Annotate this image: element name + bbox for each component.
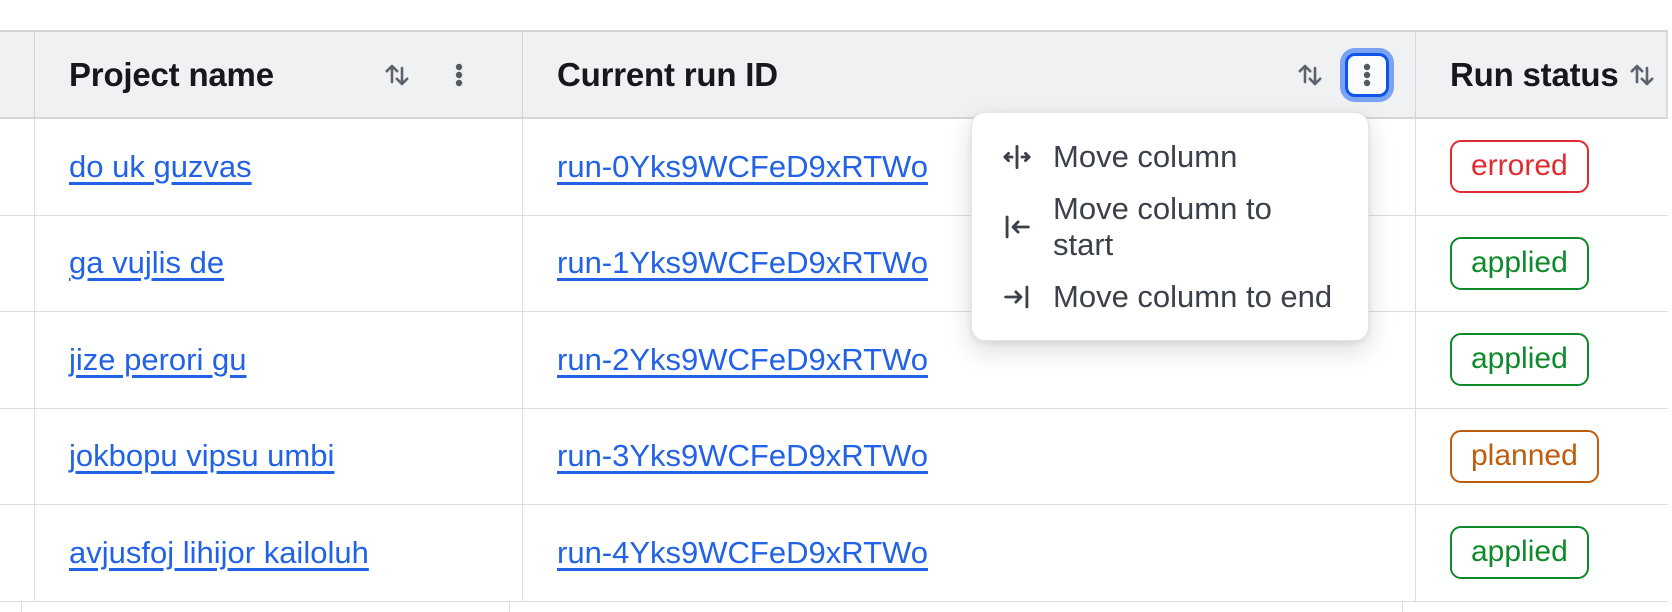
table-header-row: Project name Current run ID (0, 30, 1668, 119)
column-options-menu: Move column Move column to start Move co… (971, 112, 1369, 341)
status-badge: planned (1450, 429, 1599, 483)
header-cell-run-status: Run status (1416, 32, 1672, 117)
move-column-start-icon (1005, 215, 1030, 239)
table-row: avjusfoj lihijor kailoluh run-4Yks9WCFeD… (0, 505, 1668, 602)
table-row: jize perori gu run-2Yks9WCFeD9xRTWo appl… (0, 312, 1668, 409)
project-link[interactable]: jize perori gu (69, 341, 247, 377)
project-link[interactable]: ga vujlis de (69, 245, 225, 281)
row-cell-sliver (0, 601, 22, 612)
sort-arrows-icon (385, 64, 409, 85)
sort-current-run-id-button[interactable] (1293, 58, 1327, 92)
table-row: do uk guzvas run-0Yks9WCFeD9xRTWo errore… (0, 119, 1668, 216)
table-row-partial (0, 601, 1668, 612)
run-id-link[interactable]: run-3Yks9WCFeD9xRTWo (557, 438, 928, 474)
run-id-link[interactable]: run-4Yks9WCFeD9xRTWo (557, 534, 928, 570)
menu-item-label: Move column to start (1053, 191, 1272, 262)
sort-run-status-button[interactable] (1625, 58, 1659, 92)
header-cell-current-run-id: Current run ID (523, 32, 1416, 117)
menu-item-label: Move column (1053, 139, 1238, 174)
menu-item-label: Move column to end (1053, 279, 1333, 314)
table-row: ga vujlis de run-1Yks9WCFeD9xRTWo applie… (0, 215, 1668, 312)
sort-arrows-icon (1298, 64, 1322, 85)
row-cell-sliver (0, 408, 35, 504)
data-table: Project name Current run ID (0, 30, 1668, 612)
project-link[interactable]: do uk guzvas (69, 148, 252, 184)
menu-item-move-column-to-start[interactable]: Move column to start (972, 191, 1368, 262)
status-badge: applied (1450, 526, 1589, 580)
header-cell-sliver (0, 32, 35, 117)
table-row: jokbopu vipsu umbi run-3Yks9WCFeD9xRTWo … (0, 408, 1668, 505)
column-label-current-run-id: Current run ID (557, 55, 778, 93)
status-badge: applied (1450, 236, 1589, 290)
column-label-project-name: Project name (69, 55, 274, 93)
sort-arrows-icon (1630, 64, 1654, 85)
status-badge: applied (1450, 333, 1589, 387)
row-cell-sliver (0, 215, 35, 311)
run-id-link[interactable]: run-0Yks9WCFeD9xRTWo (557, 148, 928, 184)
move-column-end-icon (1004, 285, 1029, 309)
header-cell-project-name: Project name (35, 32, 523, 117)
project-link[interactable]: avjusfoj lihijor kailoluh (69, 534, 369, 570)
menu-item-move-column-to-end[interactable]: Move column to end (972, 262, 1368, 332)
status-badge: errored (1450, 140, 1589, 194)
current-run-id-column-options-button[interactable] (1345, 52, 1389, 97)
row-cell-sliver (0, 119, 35, 215)
column-label-run-status: Run status (1450, 55, 1619, 93)
menu-item-move-column[interactable]: Move column (972, 122, 1368, 192)
row-cell-sliver (0, 505, 35, 601)
sort-project-name-button[interactable] (380, 58, 414, 92)
project-link[interactable]: jokbopu vipsu umbi (69, 438, 335, 474)
row-cell-sliver (0, 312, 35, 408)
move-column-icon (1003, 144, 1031, 170)
kebab-menu-icon (455, 63, 463, 86)
run-id-link[interactable]: run-2Yks9WCFeD9xRTWo (557, 341, 928, 377)
run-id-link[interactable]: run-1Yks9WCFeD9xRTWo (557, 245, 928, 281)
kebab-menu-icon (1363, 63, 1371, 86)
project-name-column-options-button[interactable] (442, 58, 476, 92)
